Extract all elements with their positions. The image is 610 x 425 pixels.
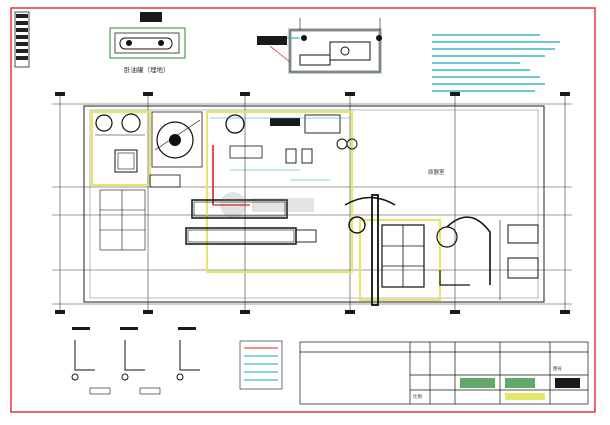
revision-strip — [14, 11, 30, 68]
tank-detail-box — [109, 27, 186, 59]
building-inner — [89, 109, 539, 299]
tank-room — [151, 111, 203, 168]
legend — [239, 340, 283, 390]
left-room — [95, 113, 181, 188]
tank-caption: 卧油罐（埋地） — [124, 65, 170, 74]
building-outline — [83, 105, 545, 303]
building-grid — [52, 95, 572, 312]
pump-icon — [285, 148, 313, 164]
fuel-tank-icon — [119, 37, 173, 50]
boiler-room — [210, 114, 358, 206]
notes-block — [432, 34, 560, 92]
room-label: 原器室 — [428, 168, 445, 176]
detail-sketches — [71, 327, 200, 395]
title-block-number: 图号 — [553, 366, 562, 372]
exhaust-pipe-icon — [344, 194, 539, 306]
title-block-fill — [460, 378, 580, 400]
tank-detail: 卧油罐（埋地） — [109, 12, 186, 74]
drawing-frame — [10, 7, 596, 413]
watermark-logo-icon — [220, 192, 314, 218]
title-block-scale: 比例 — [413, 393, 422, 400]
yellow-room-walls — [90, 110, 442, 302]
top-detail — [257, 18, 382, 74]
boiler-icon — [185, 199, 317, 245]
grid-markers — [55, 92, 570, 314]
title-block — [299, 341, 589, 405]
stair-area — [99, 189, 146, 251]
